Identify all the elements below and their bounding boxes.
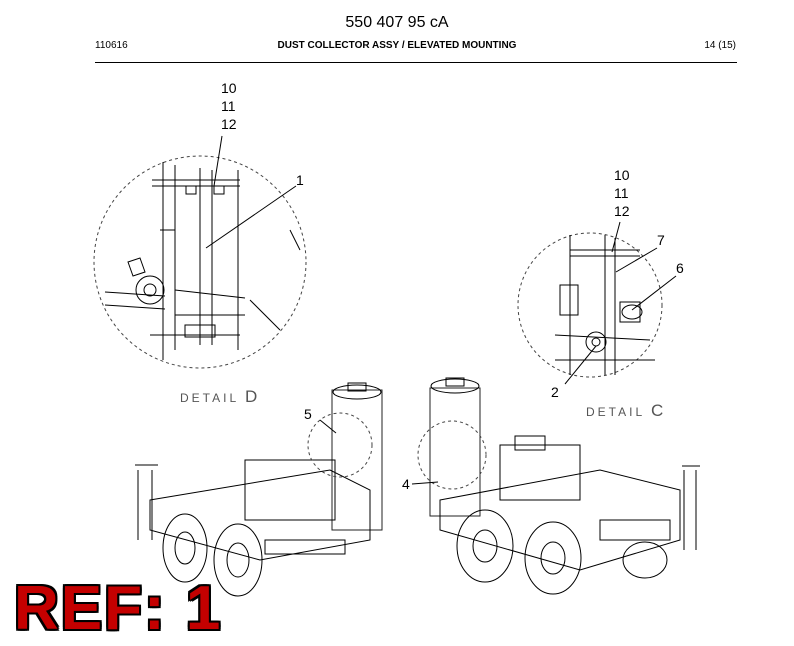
document-number: 550 407 95 cA — [345, 14, 449, 31]
callout-5: 5 — [304, 406, 312, 422]
machine-right — [411, 377, 700, 595]
callout-10-detail-c: 10 — [614, 167, 630, 183]
callout-10-detail-d: 10 — [221, 80, 237, 96]
callout-7: 7 — [657, 232, 665, 248]
page-title: DUST COLLECTOR ASSY / ELEVATED MOUNTING — [277, 40, 517, 51]
machine-left — [135, 382, 383, 597]
callout-11-detail-d: 11 — [221, 98, 236, 114]
detail-d-label: DETAIL D — [180, 387, 258, 406]
detail-c-label: DETAIL C — [586, 401, 664, 420]
callout-2: 2 — [551, 384, 559, 400]
ref-stamp: REF: 1 — [14, 574, 223, 643]
header-divider — [95, 62, 737, 63]
callout-12-detail-d: 12 — [221, 116, 237, 132]
callout-1: 1 — [296, 172, 304, 188]
date-code: 110616 — [95, 40, 128, 51]
detail-c-view — [517, 221, 677, 385]
callout-12-detail-c: 12 — [614, 203, 630, 219]
detail-d-view — [93, 135, 307, 369]
callout-4: 4 — [402, 476, 410, 492]
page-number: 14 (15) — [704, 40, 736, 51]
callout-11-detail-c: 11 — [614, 185, 629, 201]
callout-6: 6 — [676, 260, 684, 276]
